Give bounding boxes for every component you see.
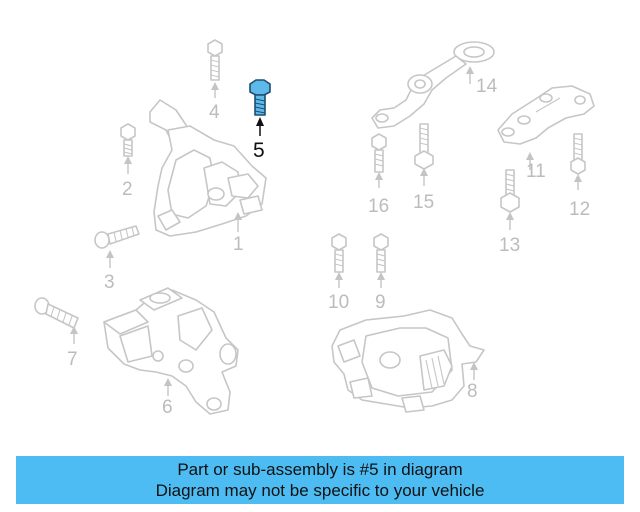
bolt-part-4[interactable] bbox=[207, 39, 223, 81]
callout-7[interactable]: 7 bbox=[67, 349, 78, 370]
callout-10[interactable]: 10 bbox=[328, 292, 349, 313]
callout-9[interactable]: 9 bbox=[375, 292, 386, 313]
bolt-part-16[interactable] bbox=[371, 133, 387, 173]
parts-diagram: 1 2 3 4 5 bbox=[34, 39, 595, 418]
callout-16[interactable]: 16 bbox=[368, 196, 389, 217]
callout-3[interactable]: 3 bbox=[104, 272, 115, 293]
bolt-part-2[interactable] bbox=[120, 123, 136, 157]
callout-4[interactable]: 4 bbox=[209, 102, 220, 123]
callout-12[interactable]: 12 bbox=[569, 199, 590, 220]
engine-mount-part-1[interactable] bbox=[149, 99, 267, 237]
bolt-part-13[interactable] bbox=[500, 169, 520, 213]
callout-8[interactable]: 8 bbox=[467, 381, 478, 402]
torque-rod-part-14[interactable] bbox=[371, 41, 495, 129]
callout-15[interactable]: 15 bbox=[413, 192, 434, 213]
banner-line-disclaimer: Diagram may not be specific to your vehi… bbox=[155, 481, 485, 500]
bolt-part-5-highlighted[interactable] bbox=[249, 79, 271, 116]
callout-6[interactable]: 6 bbox=[162, 397, 173, 418]
bolt-part-7[interactable] bbox=[34, 297, 79, 329]
bolt-part-9[interactable] bbox=[373, 233, 389, 273]
banner-line-part-number: Part or sub-assembly is #5 in diagram bbox=[177, 460, 463, 479]
bolt-part-12[interactable] bbox=[570, 133, 586, 175]
bracket-plate-part-11[interactable] bbox=[497, 85, 595, 145]
info-banner: Part or sub-assembly is #5 in diagram Di… bbox=[16, 456, 624, 504]
callout-14[interactable]: 14 bbox=[476, 76, 498, 97]
callout-2[interactable]: 2 bbox=[122, 179, 133, 200]
lower-bracket-part-6[interactable] bbox=[103, 287, 239, 415]
transmission-mount-part-8[interactable] bbox=[331, 309, 485, 413]
bolt-part-15[interactable] bbox=[414, 123, 434, 170]
callout-13[interactable]: 13 bbox=[499, 235, 520, 256]
bolt-part-10[interactable] bbox=[331, 233, 347, 273]
callout-1[interactable]: 1 bbox=[233, 234, 244, 255]
callout-11[interactable]: 11 bbox=[526, 161, 546, 182]
callout-5[interactable]: 5 bbox=[253, 139, 265, 162]
bolt-part-3[interactable] bbox=[94, 225, 140, 249]
